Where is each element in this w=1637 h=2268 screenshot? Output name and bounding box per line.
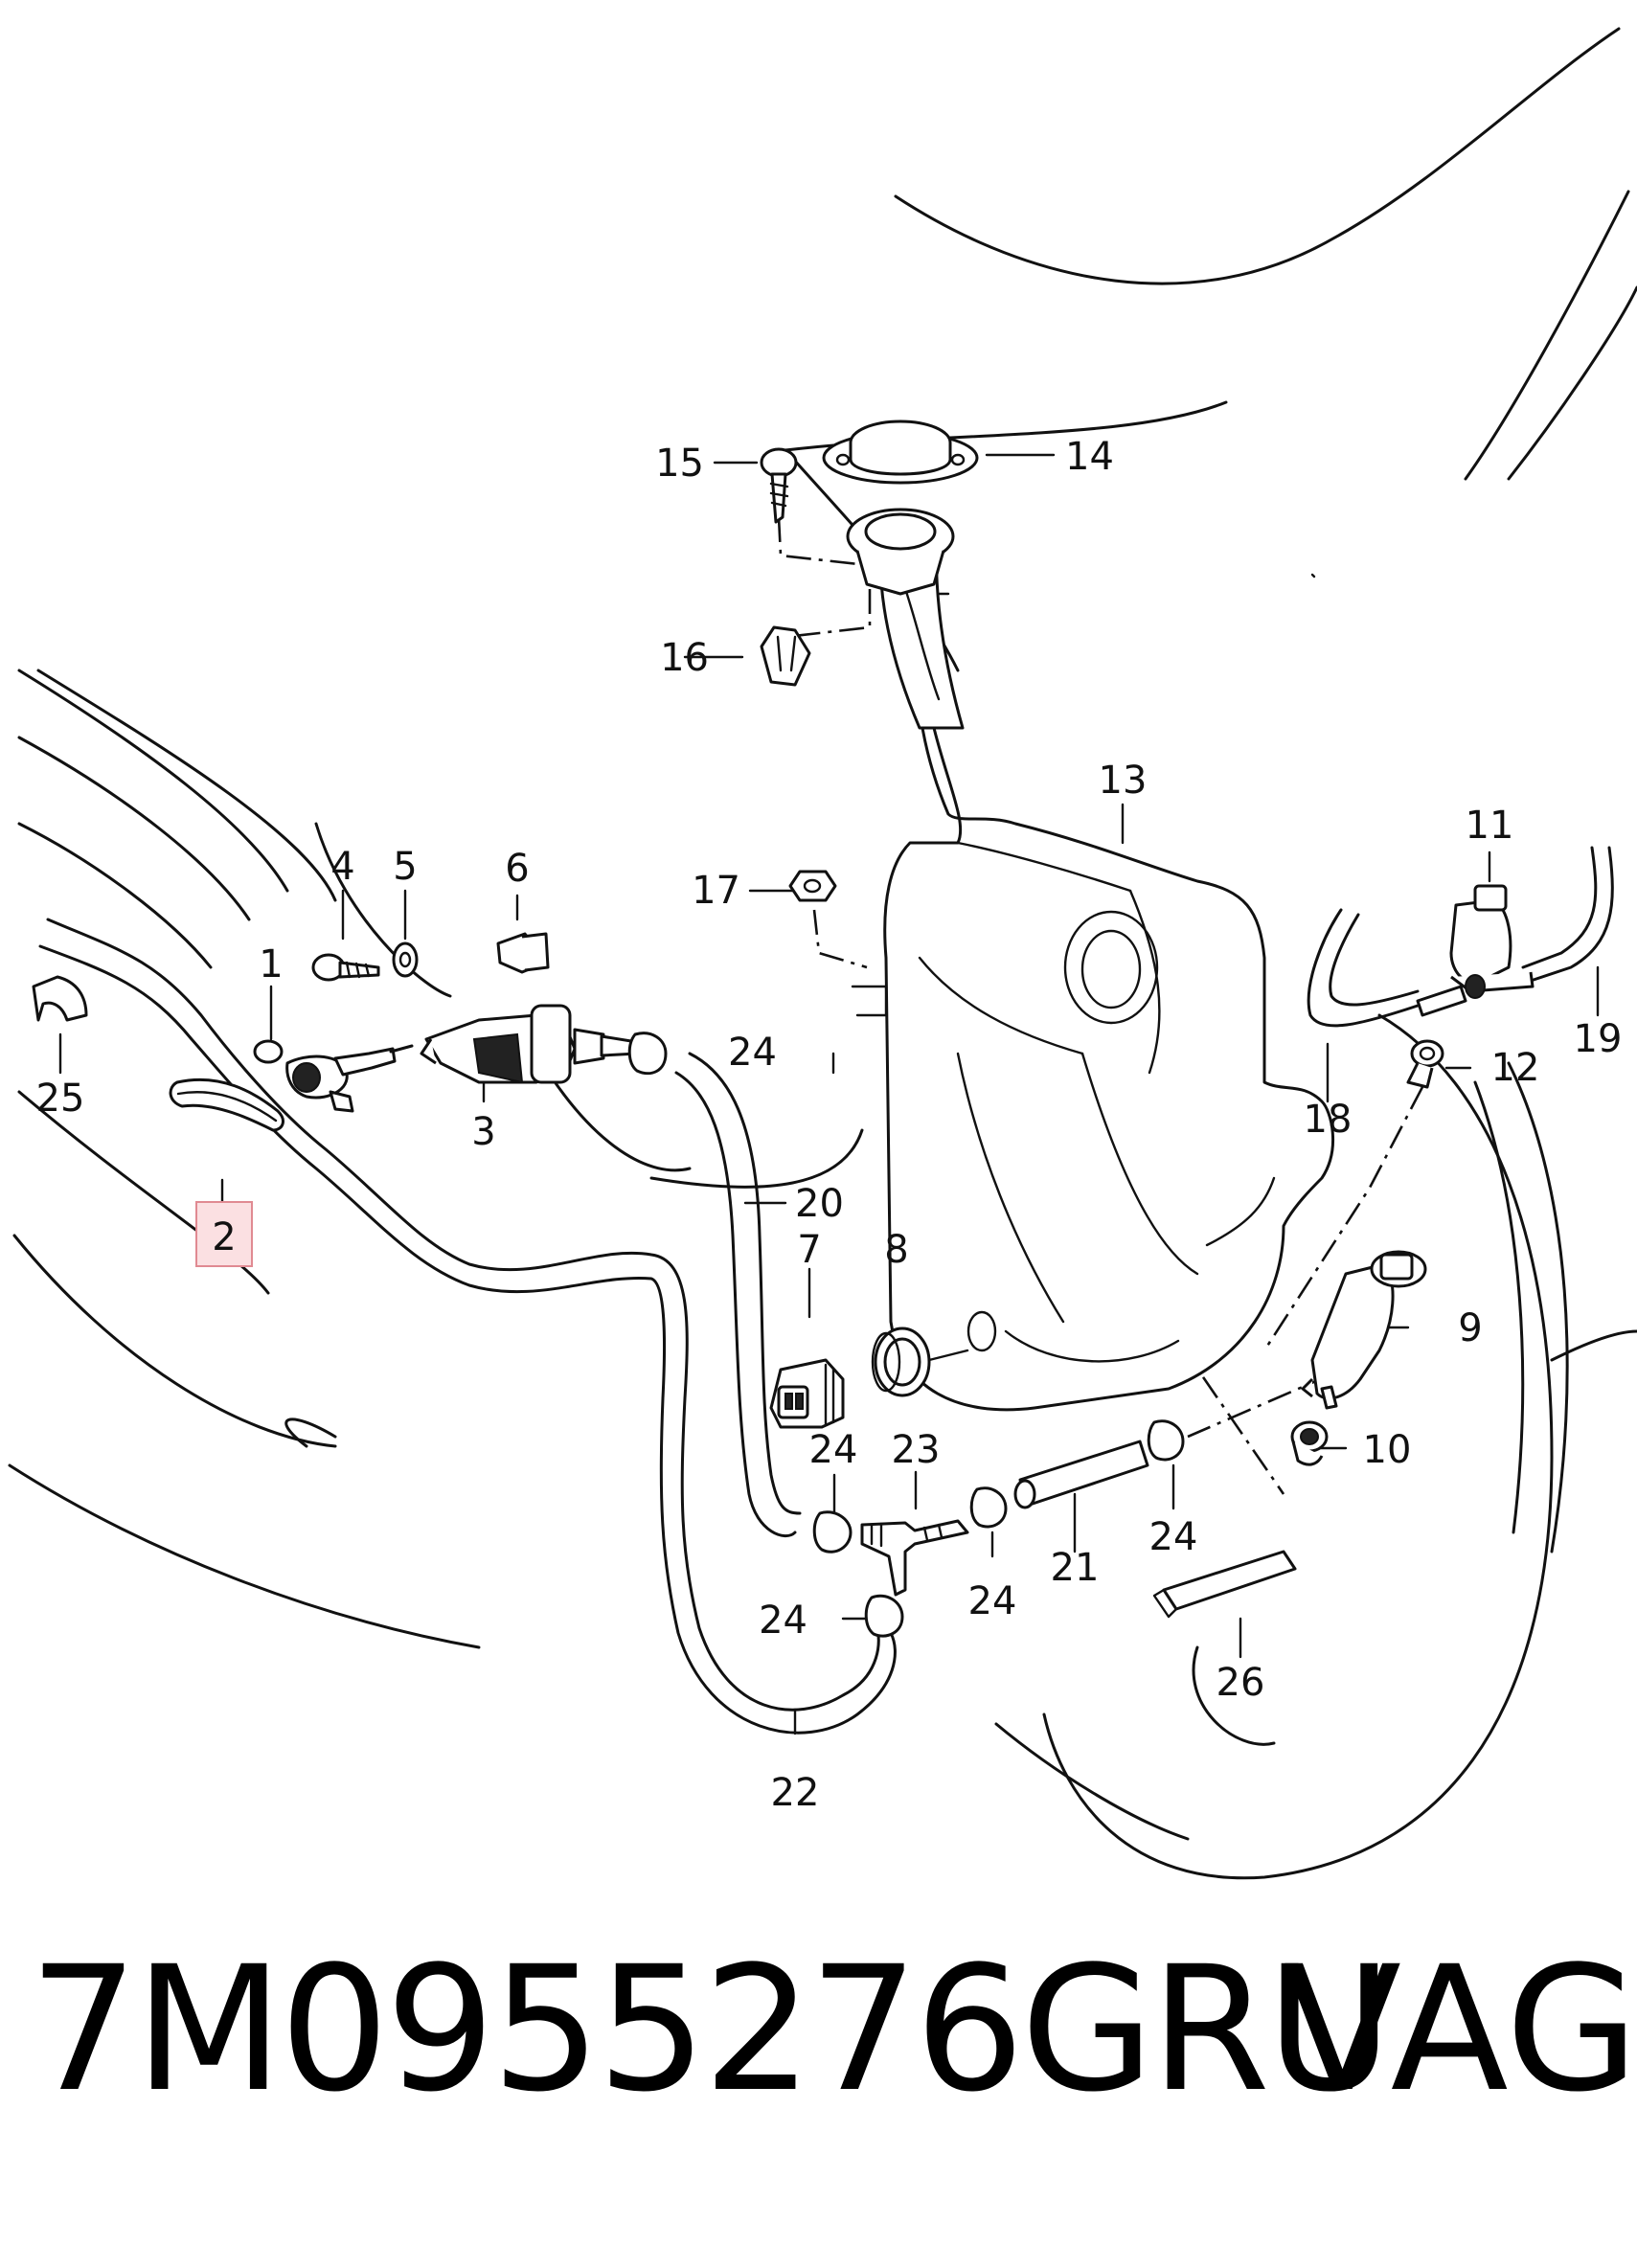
nut-17 [788, 870, 837, 902]
callout-23: 23 [892, 1428, 941, 1472]
callout-24-left: 24 [809, 1428, 858, 1472]
callout-13: 13 [1099, 759, 1148, 803]
brand-name: VAG [1284, 1930, 1637, 2130]
callout-22: 22 [771, 1771, 820, 1815]
hoses [38, 846, 1614, 1735]
callout-17: 17 [692, 869, 740, 913]
callout-24-bottom: 24 [759, 1599, 807, 1643]
callout-21: 21 [1051, 1546, 1100, 1590]
foam-strip-26 [1152, 1550, 1297, 1619]
screw-15 [760, 447, 798, 524]
callout-12: 12 [1491, 1046, 1540, 1090]
callout-18: 18 [1304, 1098, 1353, 1142]
callout-14: 14 [1065, 435, 1114, 479]
pump-9 [1301, 1250, 1427, 1410]
callout-1: 1 [259, 942, 283, 987]
callout-10: 10 [1363, 1428, 1412, 1472]
callout-8: 8 [884, 1228, 908, 1272]
callout-7: 7 [797, 1228, 821, 1272]
clip-16 [760, 625, 811, 687]
clamps-24 [627, 1032, 1185, 1638]
callout-20: 20 [795, 1182, 844, 1226]
grommet-8 [871, 1327, 969, 1397]
callout-24-top: 24 [728, 1031, 777, 1075]
washer-tank [851, 534, 1335, 1412]
callout-24-right: 24 [1149, 1515, 1198, 1559]
callout-15: 15 [655, 442, 704, 486]
grommet-12 [1406, 1039, 1444, 1089]
grommet-10 [1290, 1420, 1329, 1466]
hose-21 [1013, 1440, 1149, 1509]
clip-25 [32, 975, 88, 1022]
filler-cap [822, 420, 979, 485]
callout-25: 25 [36, 1077, 85, 1121]
pump-assembly-left [253, 932, 639, 1113]
callout-16: 16 [660, 636, 709, 680]
elbow-hose-2 [169, 1077, 284, 1132]
callout-4: 4 [330, 845, 354, 889]
callout-3: 3 [471, 1110, 495, 1154]
callout-6: 6 [505, 847, 529, 891]
callout-11: 11 [1466, 804, 1514, 848]
callout-19: 19 [1574, 1017, 1623, 1061]
connector-7 [769, 1358, 845, 1429]
callout-24-mid: 24 [968, 1579, 1017, 1623]
callout-26: 26 [1216, 1661, 1265, 1705]
y-connector-23 [860, 1519, 969, 1597]
filler-neck-ring [846, 508, 955, 596]
callout-5: 5 [393, 845, 417, 889]
callout-2-highlight [195, 1201, 253, 1267]
callout-9: 9 [1458, 1306, 1482, 1350]
car-body-outline [8, 27, 1637, 1880]
callout-2: 2 [212, 1215, 236, 1259]
callout-labels: 1 2 3 4 5 6 7 8 9 10 11 12 13 14 15 16 1… [36, 435, 1623, 1815]
pump-11 [1416, 884, 1535, 1017]
part-number: 7M0955276GRU [29, 1930, 1393, 2130]
